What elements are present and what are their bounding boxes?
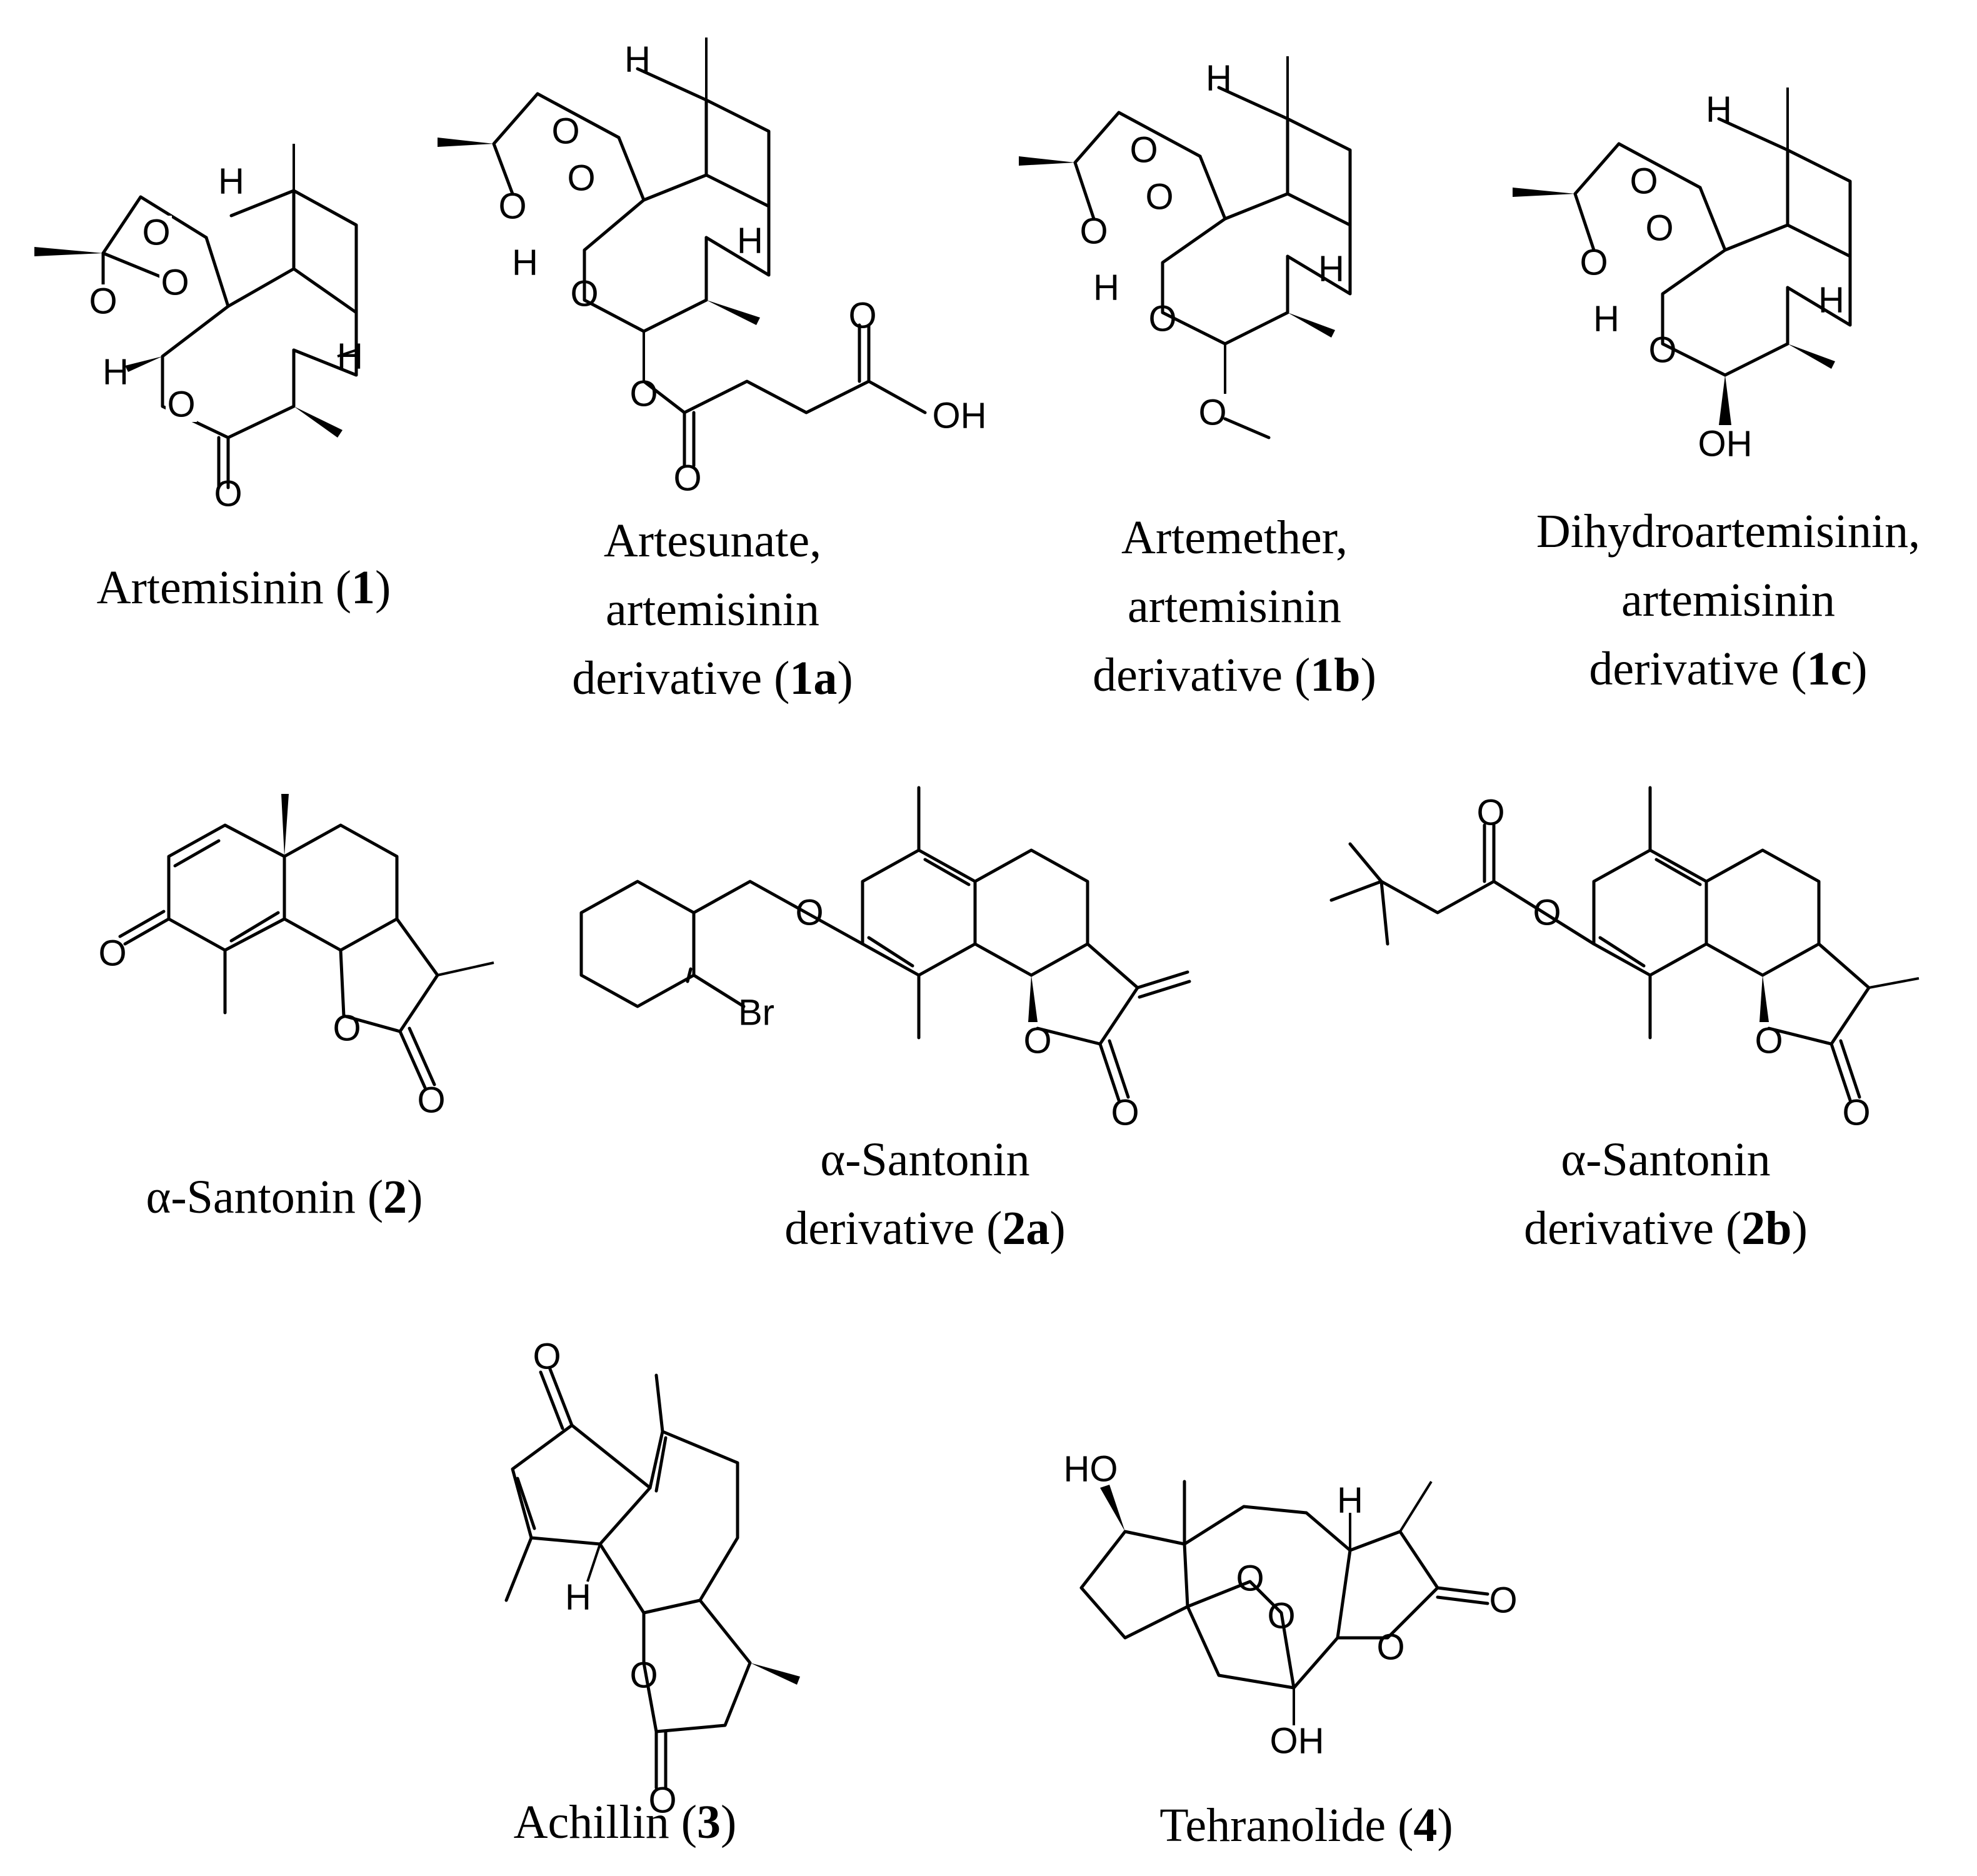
atom-h: H: [624, 39, 651, 80]
structure-artemether: H H H O O O O O: [1019, 56, 1352, 439]
structure-santonin-2a: O O O Br: [579, 786, 1191, 1133]
caption-santonin-2a-l2: derivative (2a): [784, 1202, 1065, 1255]
atom-h: H: [1706, 89, 1732, 130]
atom-o: O: [1842, 1093, 1870, 1133]
atom-o: O: [333, 1008, 361, 1049]
atom-o: O: [1754, 1021, 1783, 1061]
atom-h: H: [337, 336, 363, 377]
atom-o: O: [142, 213, 170, 253]
caption-artemether-l2: artemisinin: [1128, 580, 1341, 633]
caption-tehranolide: Tehranolide (4): [1159, 1799, 1453, 1852]
atom-o: O: [629, 1655, 658, 1696]
caption-artemisinin: Artemisinin (1): [97, 561, 391, 614]
atom-o: O: [1533, 893, 1561, 933]
atom-o: O: [648, 1780, 676, 1821]
atom-o: O: [1579, 243, 1608, 283]
atom-o: O: [1629, 161, 1658, 202]
structure-santonin-2b: O O O O: [1329, 786, 1919, 1133]
atom-h: H: [1318, 249, 1344, 289]
caption-santonin-2b-l2: derivative (2b): [1524, 1202, 1808, 1255]
atom-h: H: [1818, 280, 1844, 321]
structure-dihydroartemisinin: H H H O O O O OH: [1513, 88, 1852, 464]
atom-oh: OH: [1698, 424, 1753, 464]
atom-h: H: [565, 1577, 591, 1618]
atom-o: O: [98, 933, 126, 974]
atom-o: O: [1148, 299, 1176, 339]
atom-o: O: [1023, 1021, 1051, 1061]
atom-h: H: [737, 221, 763, 261]
atom-o: O: [1645, 208, 1673, 249]
structure-artemisinin: O O O O O H H H: [34, 144, 363, 514]
atom-o: O: [795, 893, 823, 933]
atom-o: O: [1079, 211, 1108, 252]
atom-h: H: [103, 352, 129, 393]
atom-o: O: [89, 281, 117, 322]
atom-o: O: [161, 263, 189, 303]
atom-o: O: [533, 1337, 561, 1377]
atom-o: O: [570, 274, 598, 314]
atom-h: H: [1093, 268, 1119, 308]
atom-o: O: [567, 158, 595, 199]
atom-o: O: [551, 111, 579, 152]
atom-h: H: [1337, 1480, 1363, 1521]
caption-santonin: α-Santonin (2): [146, 1171, 423, 1223]
atom-o: O: [417, 1080, 445, 1121]
atom-o: O: [498, 186, 526, 227]
atom-o: O: [1198, 393, 1226, 433]
structure-achillin: O O O H: [504, 1337, 800, 1821]
atom-h: H: [512, 243, 538, 283]
structure-artesunate: H H H O O O O O O O OH: [438, 38, 987, 499]
caption-santonin-2a-l1: α-Santonin: [820, 1133, 1029, 1186]
atom-o: O: [1489, 1580, 1517, 1621]
atom-o: O: [1111, 1093, 1139, 1133]
atom-ho: HO: [1064, 1449, 1118, 1490]
caption-artesunate-l2: artemisinin: [606, 583, 819, 636]
caption-artesunate-l1: Artesunate,: [604, 514, 821, 567]
atom-br: Br: [738, 993, 774, 1033]
caption-santonin-2b-l1: α-Santonin: [1561, 1133, 1770, 1186]
caption-dihydroartemisinin-l3: derivative (1c): [1589, 643, 1867, 695]
atom-o: O: [1476, 793, 1504, 833]
caption-achillin: Achillin (3): [514, 1796, 737, 1848]
caption-artemether-l1: Artemether,: [1121, 511, 1348, 564]
atom-o: O: [214, 474, 242, 514]
atom-o: O: [673, 458, 701, 499]
atom-o: O: [167, 384, 195, 425]
atom-o: O: [848, 296, 876, 336]
atom-o: O: [629, 374, 658, 414]
atom-h: H: [1593, 299, 1619, 339]
caption-dihydroartemisinin-l1: Dihydroartemisinin,: [1536, 505, 1920, 558]
atom-h: H: [218, 161, 244, 202]
structure-santonin: O O O: [98, 794, 494, 1121]
atom-h: H: [1206, 58, 1232, 99]
atom-o: O: [1648, 330, 1676, 371]
atom-oh: OH: [1270, 1721, 1324, 1762]
atom-oh: OH: [933, 396, 987, 436]
atom-o: O: [1145, 177, 1173, 218]
caption-dihydroartemisinin-l2: artemisinin: [1621, 574, 1835, 626]
atom-o: O: [1376, 1627, 1404, 1668]
atom-o: O: [1129, 130, 1158, 171]
caption-artemether-l3: derivative (1b): [1093, 649, 1376, 701]
atom-o: O: [1267, 1596, 1295, 1637]
atom-o: O: [1236, 1558, 1264, 1599]
caption-artesunate-l3: derivative (1a): [572, 652, 853, 705]
structure-tehranolide: HO O O O O H OH: [1064, 1449, 1518, 1762]
